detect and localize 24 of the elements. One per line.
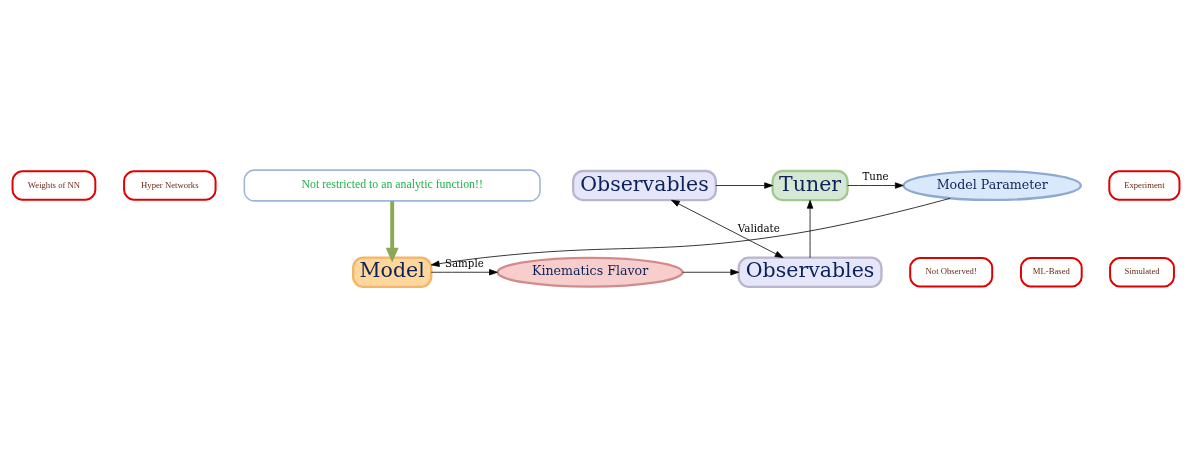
node-box: Not Observed! [909, 256, 994, 287]
arrow [385, 200, 399, 263]
arrow [847, 181, 904, 189]
node-ellipse: Model Parameter [902, 169, 1082, 201]
node-box: Observables [571, 169, 718, 201]
node-box: Hyper Networks [123, 169, 217, 201]
node-box: Observables [737, 256, 883, 288]
node-box: ML-Based [1020, 256, 1083, 287]
node-box: Not restricted to an analytic function!! [243, 168, 541, 202]
arrow [806, 199, 814, 258]
node-box: Experiment [1108, 169, 1181, 201]
arrow [430, 197, 951, 267]
node-box: Weights of NN [11, 169, 97, 201]
node-ellipse: Kinematics Flavor [496, 256, 684, 288]
arrow [430, 268, 498, 275]
arrow [671, 199, 784, 258]
arrow [715, 181, 773, 189]
node-box: Simulated [1109, 256, 1175, 287]
node-box: Tuner [771, 169, 849, 201]
edge-label: Sample [444, 256, 484, 269]
edge-label: Tune [862, 169, 889, 182]
edge-label: Validate [737, 221, 780, 234]
arrow [682, 268, 740, 275]
node-box: Model [351, 256, 433, 288]
